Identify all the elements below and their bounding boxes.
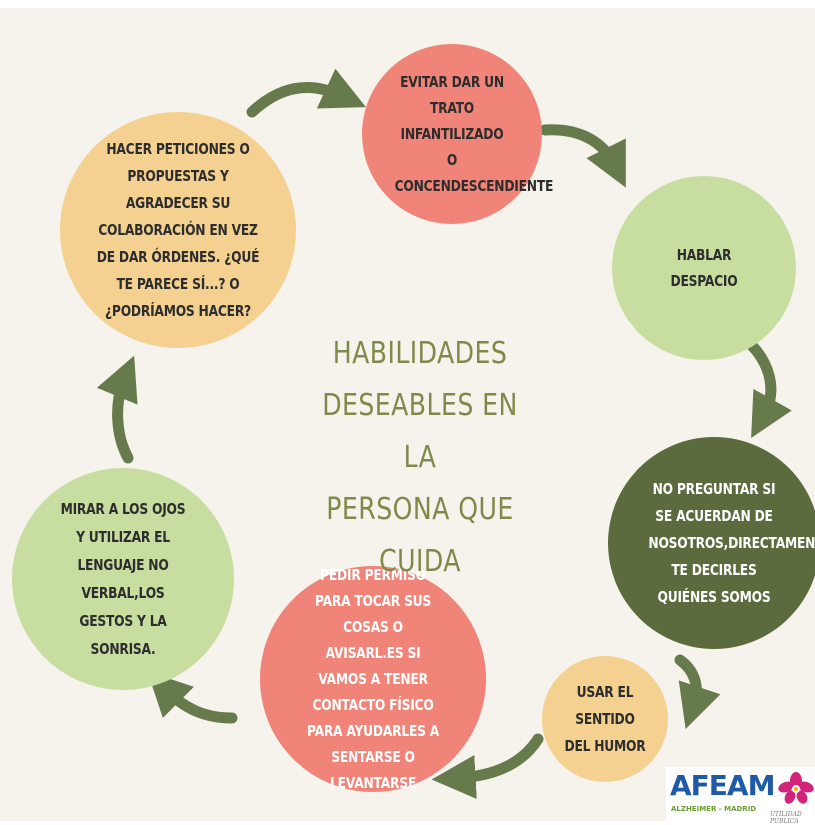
habit-text: NO PREGUNTAR SI SE ACUERDAN DE NOSOTROS,… (648, 479, 815, 606)
habit-circle-pedir-permiso: PEDIR PERMISO PARA TOCAR SUS COSAS O AVI… (260, 566, 486, 792)
title-line-2: DESEABLES EN LA (322, 388, 518, 475)
top-border (0, 0, 815, 8)
habit-text: USAR EL SENTIDO DEL HUMOR (564, 682, 646, 755)
habit-circle-sentido-humor: USAR EL SENTIDO DEL HUMOR (542, 656, 668, 782)
arrow-2 (539, 124, 626, 188)
diagram-title: HABILIDADES DESEABLES EN LA PERSONA QUE … (280, 328, 560, 588)
orchid-icon (778, 772, 814, 804)
arrow-6 (147, 671, 238, 724)
arrow-5 (431, 733, 544, 799)
title-line-3: PERSONA QUE CUIDA (326, 492, 514, 579)
habit-text: HABLAR DESPACIO (670, 246, 738, 290)
logo-tagline: UTILIDAD PÚBLICA (770, 811, 802, 825)
habit-text: PEDIR PERMISO PARA TOCAR SUS COSAS O AVI… (306, 566, 440, 792)
habit-circle-hablar-despacio: HABLAR DESPACIO (612, 176, 796, 360)
arrow-1 (246, 68, 366, 118)
habit-text: MIRAR A LOS OJOS Y UTILIZAR EL LENGUAJE … (60, 500, 186, 658)
habit-circle-mirar-ojos: MIRAR A LOS OJOS Y UTILIZAR EL LENGUAJE … (12, 468, 234, 690)
arrow-4 (674, 654, 721, 730)
title-line-1: HABILIDADES (332, 336, 508, 371)
logo-wordmark: AFEAM (670, 769, 775, 802)
habit-text: EVITAR DAR UN TRATO INFANTILIZADO O CONC… (394, 73, 554, 195)
afeam-logo[interactable]: AFEAM ALZHEIMER - MADRID UTILIDAD PÚBLIC… (666, 767, 815, 825)
habit-circle-no-preguntar: NO PREGUNTAR SI SE ACUERDAN DE NOSOTROS,… (608, 437, 815, 649)
arrow-7 (96, 355, 138, 464)
logo-subtitle: ALZHEIMER - MADRID (671, 805, 757, 813)
habit-circle-hacer-peticiones: HACER PETICIONES O PROPUESTAS Y AGRADECE… (60, 112, 296, 348)
arrow-3 (738, 332, 792, 439)
habit-circle-no-infantilizar: EVITAR DAR UN TRATO INFANTILIZADO O CONC… (362, 44, 554, 224)
habit-text: HACER PETICIONES O PROPUESTAS Y AGRADECE… (96, 139, 260, 320)
